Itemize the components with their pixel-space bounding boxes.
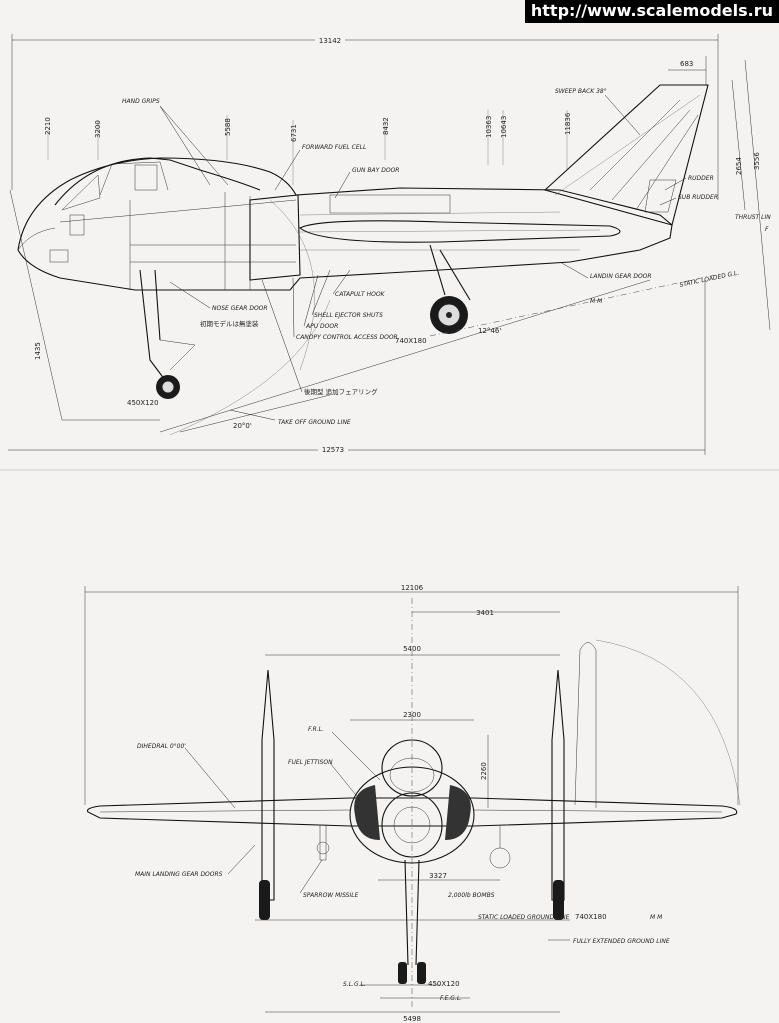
label-canopy-access: CANOPY CONTROL ACCESS DOOR: [296, 334, 398, 341]
dim-bottom-track: 5498: [403, 1015, 421, 1023]
dim-station-5: 8432: [382, 117, 390, 135]
label-jp-note-1: 初期モデルは無塗装: [200, 319, 259, 328]
dim-fin-tip: 683: [680, 60, 693, 68]
label-nose-gear-door: NOSE GEAR DOOR: [212, 305, 268, 312]
nose-tyre-size: 450X120: [127, 399, 159, 407]
tail-angle: 12°46': [478, 327, 501, 335]
rotation-angle: 20°0': [233, 422, 252, 430]
dim-station-4: 6731: [290, 124, 298, 142]
dim-overall-height: 3556: [753, 152, 761, 170]
label-mm-front: M M: [650, 914, 663, 921]
label-frl: F.R.L.: [308, 726, 324, 733]
label-mm-side: M M: [590, 298, 603, 305]
side-view: 13142 683 2210 3200 5588 6731 8432 10363…: [8, 34, 771, 455]
label-extended-ground: FULLY EXTENDED GROUND LINE: [573, 938, 670, 945]
label-thrust-line: THRUST LIN: [735, 214, 771, 221]
watermark: http://www.scalemodels.ru: [524, 0, 779, 23]
dim-station-8: 11836: [564, 112, 572, 135]
front-nose-tyre: 450X120: [428, 980, 460, 988]
label-landing-gear-door: LANDIN GEAR DOOR: [590, 273, 652, 280]
dim-tank-span: 5400: [403, 645, 421, 653]
dim-overall-length: 13142: [319, 37, 341, 45]
label-bombs: 2,000lb BOMBS: [448, 892, 495, 899]
label-main-gear-doors: MAIN LANDING GEAR DOORS: [135, 871, 223, 878]
label-sub-rudder: SUB RUDDER: [678, 194, 718, 201]
label-fuel-jettison: FUEL JETTISON: [288, 759, 333, 766]
dim-half-span: 3401: [476, 609, 494, 617]
label-apu-door: APU DOOR: [305, 323, 338, 330]
label-forward-fuel-cell: FORWARD FUEL CELL: [302, 144, 366, 151]
dim-station-2: 3200: [94, 120, 102, 138]
label-hand-grips: HAND GRIPS: [122, 98, 160, 105]
label-rudder: RUDDER: [688, 175, 714, 182]
dim-length-lower: 12573: [322, 446, 344, 454]
front-view: 12106 3401 5400 2300 2260: [84, 584, 741, 1023]
label-dihedral: DIHEDRAL 0°00': [137, 743, 186, 750]
dim-fin-height: 2654: [735, 157, 743, 175]
dim-station-1: 2210: [44, 117, 52, 135]
label-sweep-back: SWEEP BACK 38°: [555, 88, 607, 95]
label-static-loaded: STATIC LOADED G.L.: [679, 269, 740, 289]
dim-station-6: 10363: [485, 116, 493, 138]
label-fr: F: [765, 226, 769, 233]
dim-intake-height: 2260: [480, 762, 488, 780]
dim-nose-gear-height: 1435: [34, 342, 42, 360]
label-jp-note-2: 後期型 追加フェアリング: [304, 387, 378, 396]
dim-station-7: 10643: [500, 116, 508, 138]
label-static-ground: STATIC LOADED GROUND LINE: [478, 914, 570, 921]
label-takeoff-line: TAKE OFF GROUND LINE: [278, 419, 351, 426]
dim-track: 3327: [429, 872, 447, 880]
label-catapult-hook: CATAPULT HOOK: [335, 291, 386, 298]
label-shell-ejector: SHELL EJECTOR SHUTS: [314, 312, 383, 319]
label-sparrow: SPARROW MISSILE: [303, 892, 359, 899]
main-tyre-size: 740X180: [395, 337, 427, 345]
label-gun-bay-door: GUN BAY DOOR: [352, 167, 399, 174]
dim-span: 12106: [401, 584, 424, 592]
front-main-tyre: 740X180: [575, 913, 607, 921]
label-slgl: S.L.G.L.: [343, 981, 366, 988]
label-fegl: F.E.G.L.: [440, 995, 462, 1002]
dim-station-3: 5588: [224, 118, 232, 136]
